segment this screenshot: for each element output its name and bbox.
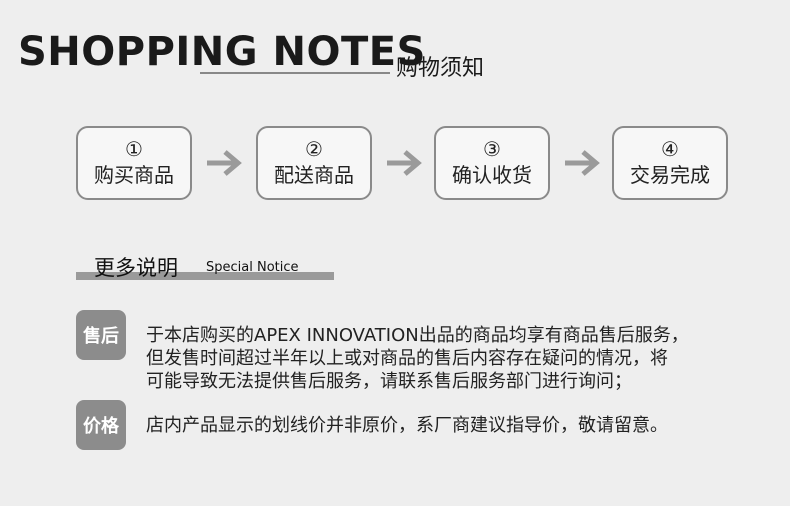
note-text: 店内产品显示的划线价并非原价，系厂商建议指导价，敬请留意。 [146,414,766,437]
step-complete: ④ 交易完成 [612,126,728,200]
after-sales-badge: 售后 [76,310,126,360]
section-title-zh: 更多说明 [94,256,178,280]
section-header: 更多说明 Special Notice [76,252,334,282]
page-title-zh: 购物须知 [396,56,485,81]
note-text: 于本店购买的APEX INNOVATION出品的商品均享有商品售后服务， 但发售… [146,324,766,393]
note-line: 店内产品显示的划线价并非原价，系厂商建议指导价，敬请留意。 [146,415,668,436]
step-number: ② [305,137,323,161]
step-purchase: ① 购买商品 [76,126,192,200]
step-number: ① [125,137,143,161]
note-line: 可能导致无法提供售后服务，请联系售后服务部门进行询问； [146,371,632,392]
title-underline [200,72,390,74]
section-underline-bar [76,272,334,280]
step-delivery: ② 配送商品 [256,126,372,200]
arrow-right-icon [384,146,424,180]
step-label: 配送商品 [274,163,354,187]
page-header: SHOPPING NOTES 购物须知 [18,28,484,81]
step-label: 交易完成 [630,163,710,187]
step-number: ④ [661,137,679,161]
section-title-en: Special Notice [206,260,299,275]
price-badge: 价格 [76,400,126,450]
step-confirm: ③ 确认收货 [434,126,550,200]
page-title-en: SHOPPING NOTES [18,29,426,75]
step-label: 购买商品 [94,163,174,187]
note-line: 但发售时间超过半年以上或对商品的售后内容存在疑问的情况，将 [146,348,668,369]
step-number: ③ [483,137,501,161]
arrow-right-icon [562,146,602,180]
step-label: 确认收货 [452,163,532,187]
arrow-right-icon [204,146,244,180]
note-line: 于本店购买的APEX INNOVATION出品的商品均享有商品售后服务， [146,325,689,346]
process-steps: ① 购买商品 ② 配送商品 ③ 确认收货 ④ 交易完成 [76,126,736,204]
